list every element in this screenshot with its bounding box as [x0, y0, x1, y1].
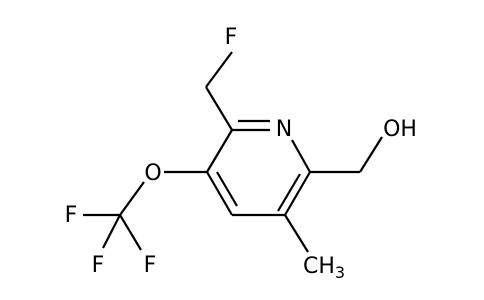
atom-o-ether: O [144, 161, 161, 186]
bond-c3-c2 [206, 129, 233, 173]
atom-ch3-main: CH [303, 254, 335, 279]
bond-n-c6 [291, 139, 311, 173]
atom-ch3: CH3 [303, 254, 345, 282]
bond-c6-c5-double [277, 173, 301, 212]
bond-o-cf3 [119, 181, 145, 216]
bond-cf3-f-bottom-right [119, 214, 142, 251]
atom-ch3-subscript: 3 [335, 263, 345, 282]
bond-c4-c3 [206, 171, 233, 216]
atom-oh: OH [383, 117, 417, 142]
bonds [83, 51, 383, 253]
bond-cf3-f-bottom-left [102, 214, 121, 249]
atom-f-left: F [65, 203, 78, 228]
bond-ch2-c2 [205, 86, 233, 131]
atom-f-bottom-right: F [144, 253, 157, 278]
bond-c4-c3-double [216, 171, 238, 207]
atom-labels: F N OH O F F F CH3 [65, 25, 417, 282]
atom-f-top: F [225, 25, 238, 50]
bond-c5-ch3 [284, 214, 309, 253]
atom-n-ring: N [276, 117, 292, 142]
bond-ch2-oh [359, 136, 383, 173]
atom-f-bottom-left: F [92, 253, 105, 278]
bond-c6-c5 [284, 171, 311, 216]
bond-f-ch2 [205, 51, 233, 88]
